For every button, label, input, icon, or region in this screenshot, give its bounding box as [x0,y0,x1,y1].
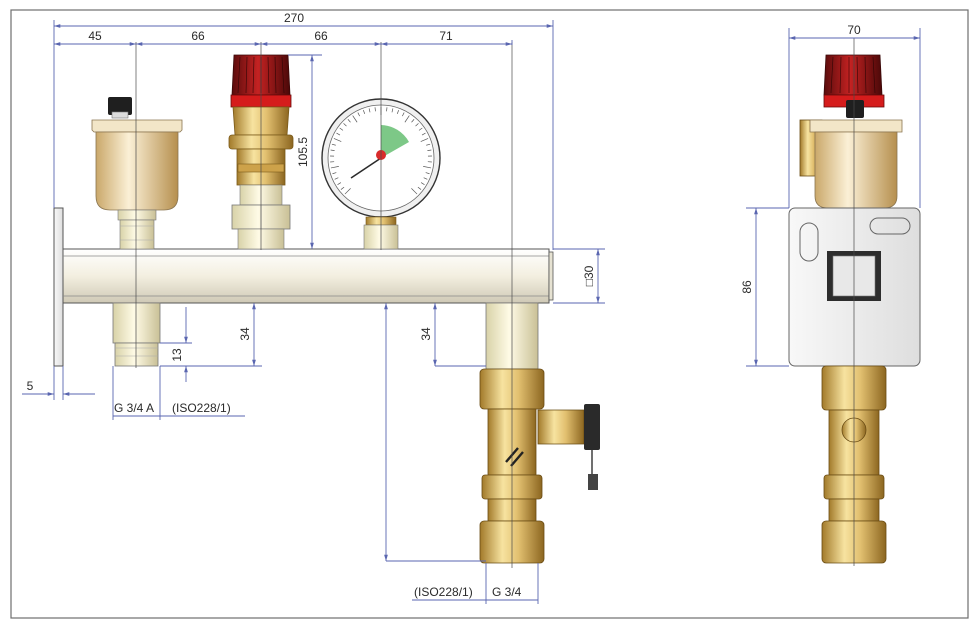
thread-bottom-label: G 3/4 [492,585,522,599]
dim-total-width: 270 [284,11,304,25]
thread-left-standard: (ISO228/1) [172,401,231,415]
dim-drop-left: 34 [238,327,252,341]
right-outlet-assembly [480,303,600,563]
wall-plate [54,208,63,366]
side-view [789,55,920,563]
dim-seg-1: 45 [88,29,102,43]
dim-side-width: 70 [847,23,861,37]
dim-drop-mid: 34 [419,327,433,341]
drain-valve-body [538,410,584,444]
dim-height-105: 105.5 [296,137,310,167]
air-vent [92,97,182,249]
left-outlet-pipe [113,303,160,366]
thread-bottom-standard: (ISO228/1) [414,585,473,599]
dim-wall-plate: 5 [27,379,34,393]
dim-seg-3: 66 [314,29,328,43]
dim-seg-2: 66 [191,29,205,43]
dim-bar-section: □30 [582,265,596,286]
dim-side-height: 86 [740,280,754,294]
dim-thread-length: 13 [170,348,184,362]
thread-left-label: G 3/4 A [114,401,154,415]
drain-valve-cap [584,404,600,450]
dim-seg-4: 71 [439,29,453,43]
